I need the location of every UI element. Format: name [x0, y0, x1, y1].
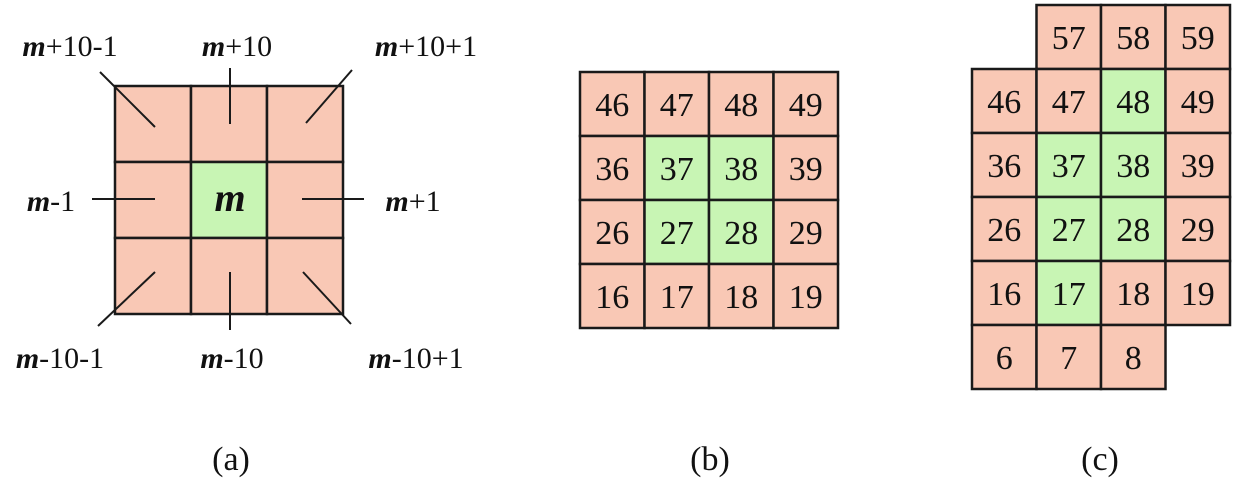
panel-b-grid: 46 47 48 49 36 37 38 39 26 27 28 29 16 17 18 19 (b) — [578, 70, 840, 478]
cell-number: 29 — [1181, 212, 1215, 249]
grid-cell — [1099, 131, 1167, 199]
cell-number: 49 — [789, 87, 823, 124]
cell-number: 16 — [595, 279, 629, 316]
grid-cell — [772, 262, 840, 330]
label-m-minus-10-plus-1: m-10+1 — [368, 342, 463, 375]
grid-cell — [707, 198, 775, 266]
cell-number: 49 — [1181, 84, 1215, 121]
cell-number: 36 — [987, 148, 1021, 185]
grid-cell — [707, 262, 775, 330]
cell-number: 18 — [724, 279, 758, 316]
cell-number: 48 — [1116, 84, 1150, 121]
cell-number: 47 — [660, 87, 694, 124]
grid-cell — [578, 198, 646, 266]
panel-c-cells: 57 58 59 46 47 48 49 36 37 38 39 26 27 28 29 16 17 18 19 6 7… — [970, 3, 1232, 391]
panel-a-leader-lines — [92, 68, 364, 330]
cell-number: 28 — [1116, 212, 1150, 249]
cell-number: 8 — [1125, 340, 1142, 377]
grid-cell — [772, 134, 840, 202]
grid-cell — [970, 67, 1038, 135]
cell-number: 28 — [724, 215, 758, 252]
label-m-minus-10: m-10 — [200, 342, 263, 375]
leader-top-right — [305, 69, 353, 124]
panel-a-center-label: m — [214, 175, 245, 220]
cell-number: 46 — [987, 84, 1021, 121]
grid-cell — [1099, 259, 1167, 327]
grid-cell — [1164, 131, 1232, 199]
cell-number: 17 — [660, 279, 694, 316]
cell-number: 36 — [595, 151, 629, 188]
cell-number: 37 — [1052, 148, 1086, 185]
cell-number: 58 — [1116, 20, 1150, 57]
cell-number: 27 — [1052, 212, 1086, 249]
neighbor-cell — [113, 236, 193, 316]
grid-cell — [1099, 195, 1167, 263]
cell-number: 37 — [660, 151, 694, 188]
cell-number: 19 — [1181, 276, 1215, 313]
label-m-plus-10: m+10 — [202, 30, 272, 63]
caption-b: (b) — [690, 441, 730, 478]
grid-cell — [1099, 3, 1167, 71]
grid-cell — [578, 134, 646, 202]
grid-cell — [1035, 323, 1103, 391]
cell-number: 6 — [996, 340, 1013, 377]
grid-cell — [578, 262, 646, 330]
cell-number: 39 — [1181, 148, 1215, 185]
grid-cell — [643, 262, 711, 330]
cell-number: 19 — [789, 279, 823, 316]
cell-number: 47 — [1052, 84, 1086, 121]
neighbor-cell — [265, 84, 345, 164]
grid-cell — [772, 198, 840, 266]
label-m-plus-10-minus-1: m+10-1 — [22, 30, 117, 63]
cell-number: 27 — [660, 215, 694, 252]
cell-number: 57 — [1052, 20, 1086, 57]
grid-cell — [970, 131, 1038, 199]
cell-number: 39 — [789, 151, 823, 188]
label-m-plus-10-plus-1: m+10+1 — [375, 30, 477, 63]
leader-bottom-left — [97, 271, 156, 327]
leader-bottom-right — [302, 271, 352, 325]
panel-a-neighborhood: m m+10-1 m+10 m+10+1 m-1 m+1 m-10-1 m-10… — [16, 30, 477, 478]
grid-cell — [643, 134, 711, 202]
cell-number: 29 — [789, 215, 823, 252]
grid-cell — [643, 198, 711, 266]
grid-cell — [1164, 259, 1232, 327]
cell-number: 46 — [595, 87, 629, 124]
leader-top-left — [99, 71, 156, 128]
cell-number: 26 — [595, 215, 629, 252]
label-m-minus-1: m-1 — [27, 185, 75, 218]
panel-b-cells: 46 47 48 49 36 37 38 39 26 27 28 29 16 17 18 19 — [578, 70, 840, 330]
cell-number: 38 — [1116, 148, 1150, 185]
caption-c: (c) — [1081, 441, 1119, 478]
grid-cell — [1035, 3, 1103, 71]
cell-number: 18 — [1116, 276, 1150, 313]
cell-number: 26 — [987, 212, 1021, 249]
label-m-plus-1: m+1 — [385, 185, 440, 218]
cell-number: 17 — [1052, 276, 1086, 313]
grid-cell — [1164, 67, 1232, 135]
caption-a: (a) — [212, 441, 250, 478]
cell-number: 38 — [724, 151, 758, 188]
cell-number: 59 — [1181, 20, 1215, 57]
grid-cell — [1035, 195, 1103, 263]
panel-c-grid: 57 58 59 46 47 48 49 36 37 38 39 26 27 28 29 16 17 18 19 6 7… — [970, 3, 1232, 478]
cell-number: 16 — [987, 276, 1021, 313]
cell-number: 7 — [1060, 340, 1077, 377]
grid-cell — [1164, 195, 1232, 263]
label-m-minus-10-minus-1: m-10-1 — [16, 342, 104, 375]
cell-number: 48 — [724, 87, 758, 124]
grid-cell — [1099, 323, 1167, 391]
